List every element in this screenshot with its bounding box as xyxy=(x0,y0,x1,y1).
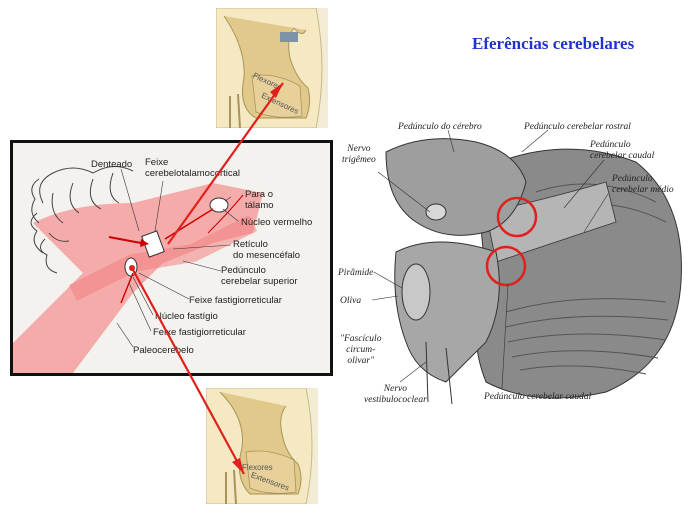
label-nervo-trigemeo: Nervo trigêmeo xyxy=(342,144,376,165)
page-title: Eferências cerebelares xyxy=(472,34,635,53)
label-pedunculo-cerebelar-caudal-top: Pedúnculo cerebelar caudal xyxy=(590,140,655,161)
label-nervo-vestibulococlear: Nervo vestibulococlear xyxy=(364,384,427,405)
label-fasciculo-circum-olivar: "Fascículo circum- olivar" xyxy=(340,334,382,366)
label-feixe-fastigiorreticular-1: Feixe fastigiorreticular xyxy=(189,295,282,306)
label-para-o-talamo: Para o tálamo xyxy=(245,189,274,211)
brainstem-illustration: Pedúnculo do cérebro Pedúnculo cerebelar… xyxy=(336,112,688,412)
cerebellar-efferent-diagram: Denteado Feixe cerebelotalamocortical Pa… xyxy=(10,140,333,376)
label-reticulo-mesencefalo: Retículo do mesencéfalo xyxy=(233,239,301,261)
label-pedunculo-cerebelar-superior: Pedúnculo cerebelar superior xyxy=(221,265,298,287)
label-feixe-cerebelotalamocortical: Feixe cerebelotalamocortical xyxy=(145,157,241,179)
label-denteado: Denteado xyxy=(91,159,133,170)
label-pedunculo-cerebelar-medio: Pedúnculo cerebelar médio xyxy=(612,174,674,195)
label-pedunculo-cerebelar-caudal-bottom: Pedúnculo cerebelar caudal xyxy=(484,392,592,402)
label-paleocerebelo: Paleocerebelo xyxy=(133,345,194,356)
label-feixe-fastigiorreticular-2: Feixe fastigiorreticular xyxy=(153,327,246,338)
label-piramide: Pirâmide xyxy=(338,268,374,278)
spinal-bottom-flexores-label: Flexores xyxy=(242,463,273,472)
label-pedunculo-do-cerebro: Pedúnculo do cérebro xyxy=(398,122,482,132)
label-oliva: Oliva xyxy=(340,296,362,306)
label-nucleo-fastigio: Núcleo fastígio xyxy=(155,311,218,322)
spinal-cord-bottom: Flexores Extensores xyxy=(206,388,318,504)
label-nucleo-vermelho: Núcleo vermelho xyxy=(241,217,313,228)
label-pedunculo-cerebelar-rostral: Pedúnculo cerebelar rostral xyxy=(524,122,631,132)
spinal-cord-top: Flexores Extensores xyxy=(216,8,328,128)
